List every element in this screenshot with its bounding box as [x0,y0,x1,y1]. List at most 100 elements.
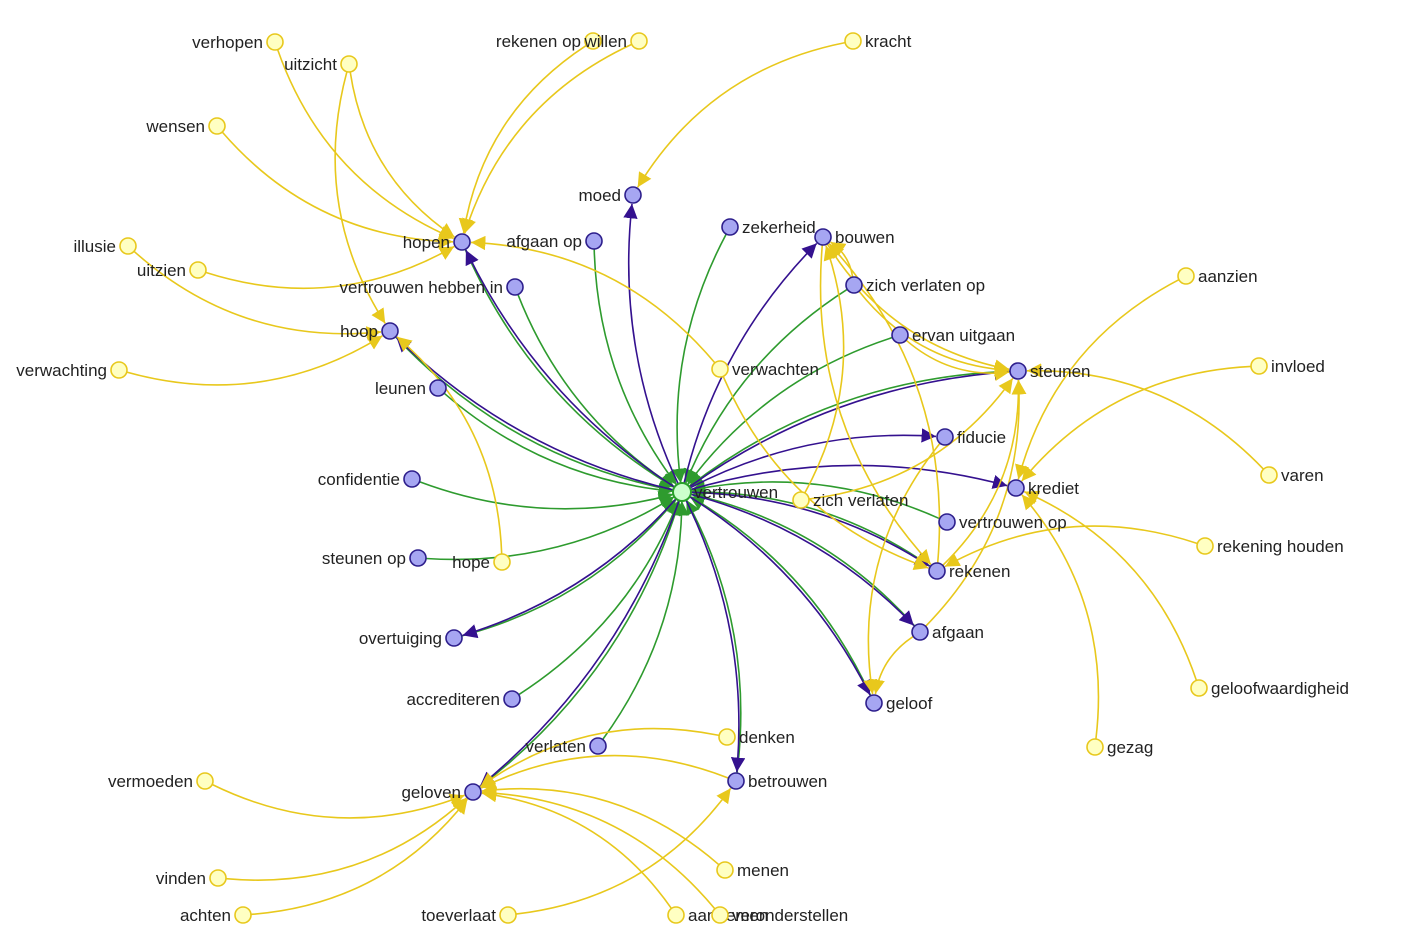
node-accrediteren[interactable]: accrediteren [406,690,521,709]
node-circle[interactable] [381,322,399,340]
node-circle[interactable] [865,694,883,712]
node-verhopen[interactable]: verhopen [192,33,284,52]
node-geloofwaardigheid[interactable]: geloofwaardigheid [1190,679,1349,698]
node-circle[interactable] [110,361,128,379]
node-uitzien[interactable]: uitzien [137,261,207,280]
node-circle[interactable] [1250,357,1268,375]
node-confidentie[interactable]: confidentie [318,470,421,489]
node-circle[interactable] [1260,466,1278,484]
node-denken[interactable]: denken [718,728,795,747]
node-circle[interactable] [119,237,137,255]
node-circle[interactable] [1196,537,1214,555]
node-circle[interactable] [453,233,471,251]
node-circle[interactable] [464,783,482,801]
node-circle[interactable] [630,32,648,50]
node-bouwen[interactable]: bouwen [814,228,895,247]
node-circle[interactable] [589,737,607,755]
node-vertrouwen-hebben-in[interactable]: vertrouwen hebben in [339,278,524,297]
node-circle[interactable] [503,690,521,708]
node-circle[interactable] [711,906,729,924]
node-circle[interactable] [506,278,524,296]
node-circle[interactable] [340,55,358,73]
node-uitzicht[interactable]: uitzicht [284,55,358,74]
node-circle[interactable] [936,428,954,446]
node-gezag[interactable]: gezag [1086,738,1153,757]
node-zich-verlaten[interactable]: zich verlaten [792,491,908,510]
node-circle[interactable] [445,629,463,647]
node-achten[interactable]: achten [180,906,252,925]
node-illusie[interactable]: illusie [73,237,137,256]
node-toeverlaat[interactable]: toeverlaat [421,906,517,925]
node-circle[interactable] [403,470,421,488]
node-zekerheid[interactable]: zekerheid [721,218,816,237]
node-leunen[interactable]: leunen [375,379,447,398]
node-circle[interactable] [911,623,929,641]
node-circle[interactable] [814,228,832,246]
node-fiducie[interactable]: fiducie [936,428,1006,447]
node-zich-verlaten-op[interactable]: zich verlaten op [845,276,985,295]
node-circle[interactable] [727,772,745,790]
node-circle[interactable] [792,491,810,509]
node-circle[interactable] [667,906,685,924]
node-veronderstellen[interactable]: veronderstellen [711,906,848,925]
node-circle[interactable] [584,32,602,50]
node-rekenen-op[interactable]: rekenen op [496,32,602,51]
node-circle[interactable] [721,218,739,236]
node-invloed[interactable]: invloed [1250,357,1325,376]
node-verwachting[interactable]: verwachting [16,361,128,380]
node-circle[interactable] [208,117,226,135]
node-steunen-op[interactable]: steunen op [322,549,427,568]
node-hope[interactable]: hope [452,553,511,572]
node-kracht[interactable]: kracht [844,32,912,51]
node-wensen[interactable]: wensen [145,117,226,136]
node-krediet[interactable]: krediet [1007,479,1079,498]
node-verwachten[interactable]: verwachten [711,360,819,379]
node-vertrouwen-op[interactable]: vertrouwen op [938,513,1067,532]
node-circle[interactable] [1007,479,1025,497]
node-circle[interactable] [1177,267,1195,285]
node-moed[interactable]: moed [578,186,642,205]
node-circle[interactable] [499,906,517,924]
node-afgaan-op[interactable]: afgaan op [506,232,603,251]
node-vinden[interactable]: vinden [156,869,227,888]
node-circle[interactable] [624,186,642,204]
node-circle[interactable] [1190,679,1208,697]
node-circle[interactable] [196,772,214,790]
node-circle[interactable] [1086,738,1104,756]
node-circle[interactable] [928,562,946,580]
node-afgaan[interactable]: afgaan [911,623,984,642]
node-circle[interactable] [234,906,252,924]
node-circle[interactable] [718,728,736,746]
node-geloven[interactable]: geloven [401,783,482,802]
node-menen[interactable]: menen [716,861,789,880]
node-circle[interactable] [938,513,956,531]
node-circle[interactable] [891,326,909,344]
node-betrouwen[interactable]: betrouwen [727,772,827,791]
node-circle[interactable] [189,261,207,279]
node-ervan-uitgaan[interactable]: ervan uitgaan [891,326,1015,345]
node-circle[interactable] [845,276,863,294]
node-circle[interactable] [1009,362,1027,380]
node-verlaten[interactable]: verlaten [526,737,607,756]
node-circle[interactable] [493,553,511,571]
node-overtuiging[interactable]: overtuiging [359,629,463,648]
node-varen[interactable]: varen [1260,466,1324,485]
node-vermoeden[interactable]: vermoeden [108,772,214,791]
node-circle[interactable] [429,379,447,397]
node-circle[interactable] [711,360,729,378]
node-circle[interactable] [844,32,862,50]
node-geloof[interactable]: geloof [865,694,933,713]
node-vertrouwen[interactable]: vertrouwen [672,482,778,502]
node-circle[interactable] [266,33,284,51]
node-hoop[interactable]: hoop [340,322,399,341]
node-hopen[interactable]: hopen [403,233,471,252]
node-willen[interactable]: willen [583,32,648,51]
node-circle[interactable] [585,232,603,250]
node-circle[interactable] [716,861,734,879]
node-rekening-houden[interactable]: rekening houden [1196,537,1344,556]
node-aanzien[interactable]: aanzien [1177,267,1258,286]
node-rekenen[interactable]: rekenen [928,562,1010,581]
node-circle[interactable] [409,549,427,567]
node-circle[interactable] [209,869,227,887]
node-steunen[interactable]: steunen [1009,362,1091,381]
